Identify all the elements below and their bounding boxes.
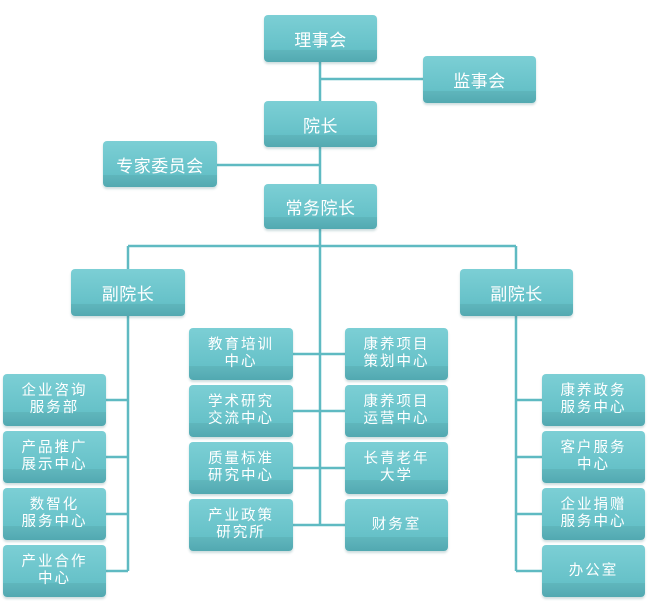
node-board: 理事会 [264,15,377,62]
node-experts: 专家委员会 [103,141,217,187]
node-president: 院长 [264,101,377,147]
node-center-left-3: 质量标准 研究中心 [189,442,293,494]
node-center-left-1: 教育培训 中心 [189,328,293,380]
node-center-right-4: 财务室 [345,499,448,551]
node-executive: 常务院长 [264,184,377,229]
node-center-left-2: 学术研究 交流中心 [189,385,293,437]
node-right-3: 企业捐赠 服务中心 [542,488,645,540]
node-right-2: 客户服务 中心 [542,431,645,483]
node-vp-right: 副院长 [460,269,573,316]
node-right-4: 办公室 [542,545,645,597]
node-right-1: 康养政务 服务中心 [542,374,645,426]
node-supervisors: 监事会 [423,56,536,103]
node-left-1: 企业咨询 服务部 [3,374,106,426]
node-center-right-2: 康养项目 运营中心 [345,385,448,437]
node-left-2: 产品推广 展示中心 [3,431,106,483]
node-left-4: 产业合作 中心 [3,545,106,597]
node-center-right-1: 康养项目 策划中心 [345,328,448,380]
node-center-right-3: 长青老年 大学 [345,442,448,494]
node-center-left-4: 产业政策 研究所 [189,499,293,551]
node-vp-left: 副院长 [71,269,185,316]
node-left-3: 数智化 服务中心 [3,488,106,540]
